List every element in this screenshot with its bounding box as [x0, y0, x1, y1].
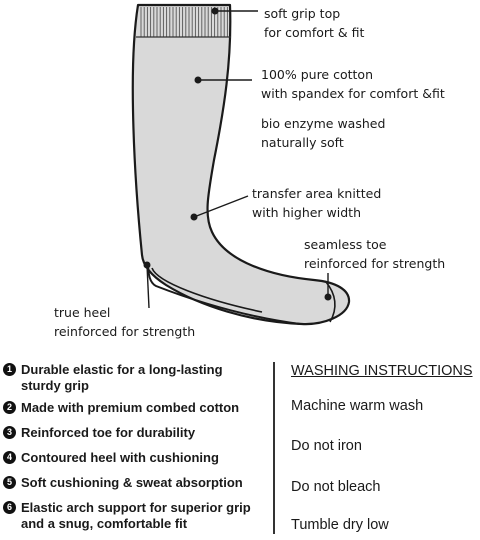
heel-pointer [143, 261, 151, 309]
callout-enzyme-line-1: bio enzyme washed [261, 116, 386, 131]
callout-toe-line-1: seamless toe [304, 237, 387, 252]
heel-outer-curve [147, 261, 301, 325]
callout-grip-line-2: for comfort & fit [264, 25, 365, 40]
feature-1-line-1: Durable elastic for a long-lasting [21, 362, 223, 377]
cotton-pointer [194, 76, 252, 84]
callout-enzyme: bio enzyme washed naturally soft [261, 114, 385, 152]
number-6-icon: 6 [3, 501, 16, 514]
number-3-icon: 3 [3, 426, 16, 439]
feature-3-line-1: Reinforced toe for durability [21, 425, 196, 440]
callout-cotton-line-1: 100% pure cotton [261, 67, 373, 82]
feature-list: 1 Durable elastic for a long-lasting stu… [3, 362, 265, 532]
feature-1-line-2: sturdy grip [21, 378, 89, 393]
callout-heel-line-2: reinforced for strength [54, 324, 196, 339]
callout-toe: seamless toe reinforced for strength [304, 235, 445, 273]
column-divider [273, 362, 275, 534]
callout-enzyme-line-2: naturally soft [261, 135, 344, 150]
callout-grip: soft grip top for comfort & fit [264, 4, 364, 42]
feature-4-line-1: Contoured heel with cushioning [21, 450, 219, 465]
feature-6-line-1: Elastic arch support for superior grip [21, 500, 251, 515]
washing-title: WASHING INSTRUCTIONS [291, 363, 473, 379]
feature-item: 5 Soft cushioning & sweat absorption [3, 475, 265, 491]
washing-item-no-bleach: Do not bleach [291, 479, 381, 495]
sock-body [131, 3, 351, 326]
feature-item: 4 Contoured heel with cushioning [3, 450, 265, 466]
number-5-icon: 5 [3, 476, 16, 489]
callout-toe-line-2: reinforced for strength [304, 256, 446, 271]
callout-transfer-line-2: with higher width [252, 205, 362, 220]
washing-item-no-iron: Do not iron [291, 438, 362, 454]
feature-item: 6 Elastic arch support for superior grip… [3, 500, 265, 532]
callout-cotton-line-2: with spandex for comfort &fit [261, 86, 445, 101]
grip-pointer [211, 7, 258, 15]
transfer-pointer [190, 195, 249, 221]
callout-cotton: 100% pure cotton with spandex for comfor… [261, 65, 445, 103]
feature-2-line-1: Made with premium combed cotton [21, 400, 240, 415]
callout-heel-line-1: true heel [54, 305, 111, 320]
callout-transfer: transfer area knitted with higher width [252, 184, 381, 222]
washing-item-machine-wash: Machine warm wash [291, 398, 424, 414]
washing-item-tumble-dry: Tumble dry low [291, 517, 389, 533]
callout-grip-line-1: soft grip top [264, 6, 341, 21]
feature-item: 2 Made with premium combed cotton [3, 400, 265, 416]
number-4-icon: 4 [3, 451, 16, 464]
number-1-icon: 1 [3, 363, 16, 376]
feature-item: 3 Reinforced toe for durability [3, 425, 265, 441]
feature-5-line-1: Soft cushioning & sweat absorption [21, 475, 243, 490]
feature-6-line-2: and a snug, comfortable fit [21, 516, 188, 531]
sock-illustration [131, 3, 351, 326]
callout-transfer-line-1: transfer area knitted [252, 186, 382, 201]
number-2-icon: 2 [3, 401, 16, 414]
feature-item: 1 Durable elastic for a long-lasting stu… [3, 362, 265, 394]
heel-inner-curve [151, 267, 263, 313]
toe-pointer [324, 273, 332, 301]
callout-heel: true heel reinforced for strength [54, 303, 195, 341]
